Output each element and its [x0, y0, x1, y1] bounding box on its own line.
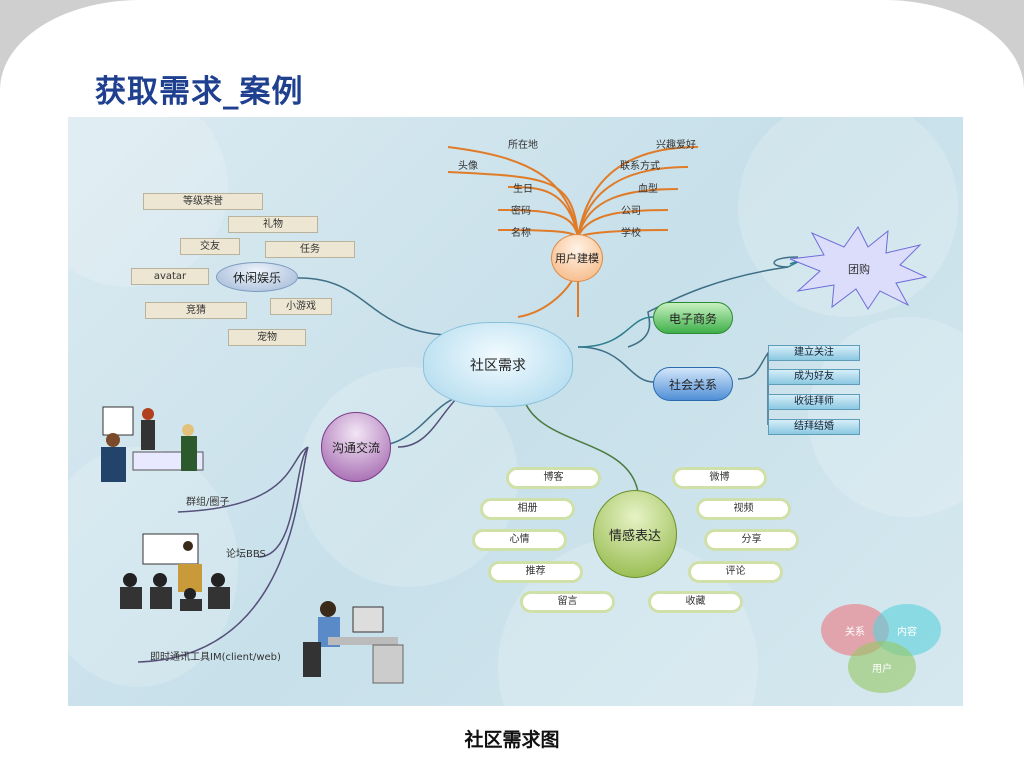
user-attr: 血型: [638, 184, 658, 195]
user-attr: 所在地: [508, 140, 538, 151]
emotion-item: 收藏: [648, 591, 743, 613]
emotion-item: 留言: [520, 591, 615, 613]
emotion-item: 分享: [704, 529, 799, 551]
group-buy-label: 团购: [848, 263, 870, 276]
comm-item: 即时通讯工具IM(client/web): [150, 652, 281, 663]
emotion-item: 博客: [506, 467, 601, 489]
comm-item: 群组/圈子: [186, 497, 230, 508]
user-attr: 密码: [511, 206, 531, 217]
leisure-node[interactable]: 休闲娱乐: [216, 262, 298, 292]
forum-illustration: [120, 533, 230, 611]
emotion-item: 视频: [696, 498, 791, 520]
leisure-item: 任务: [265, 241, 355, 258]
social-item: 成为好友: [768, 369, 860, 385]
im-user-illustration: [303, 601, 404, 684]
social-item: 结拜结婚: [768, 419, 860, 435]
meeting-illustration: [101, 406, 204, 482]
mind-map: 等级荣誉 礼物 交友 任务 avatar 竞猜 小游戏 宠物 休闲娱乐 所在地 …: [68, 117, 963, 706]
ecommerce-node[interactable]: 电子商务: [653, 302, 733, 334]
leisure-item: 等级荣誉: [143, 193, 263, 210]
page-title: 获取需求_案例: [95, 74, 304, 110]
starburst-shape: [789, 226, 928, 310]
user-attr: 兴趣爱好: [656, 140, 696, 151]
emotion-item: 相册: [480, 498, 575, 520]
emotion-item: 微博: [672, 467, 767, 489]
user-attr: 生日: [513, 184, 533, 195]
figure-caption: 社区需求图: [464, 729, 560, 751]
comm-item: 论坛BBS: [226, 549, 266, 560]
social-node[interactable]: 社会关系: [653, 367, 733, 401]
social-item: 收徒拜师: [768, 394, 860, 410]
leisure-item: 宠物: [228, 329, 306, 346]
leisure-item: 小游戏: [270, 298, 332, 315]
emotion-item: 评论: [688, 561, 783, 583]
leisure-item: 礼物: [228, 216, 318, 233]
emotion-item: 推荐: [488, 561, 583, 583]
leisure-item: 竞猜: [145, 302, 247, 319]
leisure-item: 交友: [180, 238, 240, 255]
venn-user: 用户: [848, 641, 916, 693]
user-attr: 名称: [511, 228, 531, 239]
user-attr: 头像: [458, 161, 478, 172]
user-model-node[interactable]: 用户建模: [551, 234, 603, 282]
emotion-item: 心情: [472, 529, 567, 551]
leisure-item: avatar: [131, 268, 209, 285]
social-item: 建立关注: [768, 345, 860, 361]
center-node[interactable]: 社区需求: [423, 322, 573, 407]
user-attr: 公司: [621, 206, 641, 217]
user-attr: 学校: [621, 228, 641, 239]
communication-node[interactable]: 沟通交流: [321, 412, 391, 482]
emotion-node[interactable]: 情感表达: [593, 490, 677, 578]
user-attr: 联系方式: [620, 161, 660, 172]
